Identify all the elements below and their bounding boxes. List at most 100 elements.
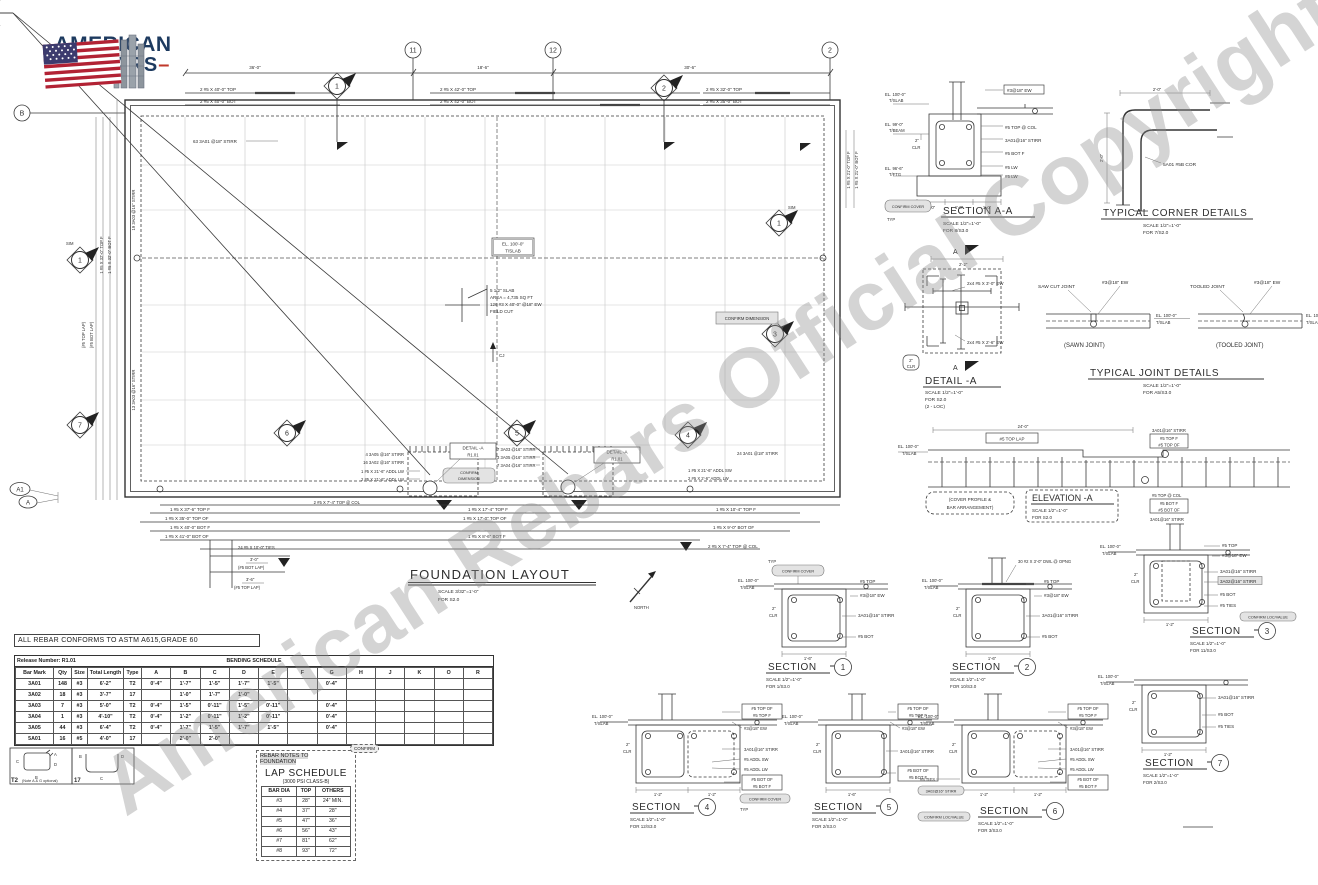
cell xyxy=(287,678,318,690)
confirm-note: DIMENSION xyxy=(458,477,480,481)
cell xyxy=(433,700,464,712)
cj-label: CJ xyxy=(499,353,505,358)
cell: 28" xyxy=(296,795,316,807)
rebar-callout: #5 TOP F xyxy=(753,713,771,718)
rebar-callout: #5 TOP xyxy=(1222,543,1237,548)
bar-callout: 1 #5 X 9'-0" BOT OF xyxy=(713,525,754,530)
elevation-label: T/SLAB xyxy=(1156,320,1171,325)
clr-dim: CLR xyxy=(623,749,631,754)
confirm-note: CONFIRM DIMENSION xyxy=(725,316,769,321)
elevation-label: T/BEAM xyxy=(889,128,905,133)
cell xyxy=(404,689,435,701)
column-header: O xyxy=(433,667,464,679)
cell: #5 xyxy=(260,815,298,827)
rebar-callout: #5 BOT F xyxy=(753,784,772,789)
section-6: EL. 100'-0" T/SLAB 2" CLR #5 TOP OF #5 T… xyxy=(917,693,1109,833)
cell xyxy=(287,689,318,701)
section-number: 7 xyxy=(1218,759,1223,768)
grid-bubble-A xyxy=(18,495,38,509)
rebar-callout: #5 TOP xyxy=(1044,579,1059,584)
bar-callout: 1 #5 X 8'-6" BOT F xyxy=(468,534,506,539)
slab-note: FIELD CUT xyxy=(490,309,514,314)
rebar-callout: #5 BOT F xyxy=(1005,151,1025,156)
elevation-label: EL. 100'-0" xyxy=(1306,313,1318,318)
dim-label: 1'-6" xyxy=(988,656,997,661)
clr-dim: CLR xyxy=(813,749,821,754)
clr-dim: 2" xyxy=(909,358,913,363)
grid-label: 2 xyxy=(828,48,832,55)
foundation-plan: 11 12 2 B 36'-0" 18'-6" 30'-6" A1 A 1 xyxy=(0,0,859,610)
cell xyxy=(404,722,435,734)
cell: 2'-0" xyxy=(170,733,201,745)
typ-label: TYP xyxy=(768,559,776,564)
cell: 4'-10" xyxy=(87,711,124,723)
lap-label: (#5 BOT LAP) xyxy=(89,321,94,348)
lap-label: #5 TOP LAP xyxy=(999,437,1024,442)
stirrup-callout: 3A02@16" STIRR xyxy=(1220,579,1257,584)
grid-label: A xyxy=(26,501,30,507)
column-header: Bar Mark xyxy=(15,667,54,679)
rebar-callout: #5 TIES xyxy=(920,777,935,782)
rebar-callout: #5 TOP OF xyxy=(1158,443,1180,448)
section-title: SECTION xyxy=(952,662,1001,673)
dim-label: 1'-0" xyxy=(983,205,992,210)
rebar-callout: #5 TOP OF xyxy=(751,706,773,711)
cell xyxy=(374,722,406,734)
cell xyxy=(345,700,377,712)
elevation-label: EL. 100'-0" xyxy=(782,714,803,719)
cell: 1'-7" xyxy=(228,722,260,734)
joint-details: SAW CUT JOINT #3@18" EW EL. 100'-0" T/SL… xyxy=(1038,280,1318,396)
rebar-callout: #3@18" EW xyxy=(902,726,925,731)
confirm-note: CONFIRM LOC/VALUE xyxy=(1248,616,1288,620)
confirm-note: CONFIRM COVER xyxy=(782,570,815,574)
column-header: K xyxy=(404,667,435,679)
stirrup-callout: 4 3A05 @16" STIRR xyxy=(365,452,404,457)
cell: 2'-0" xyxy=(199,733,230,745)
cell: 5'-0" xyxy=(87,700,124,712)
ties-label: 24 #5 X 10'-0" TIES xyxy=(238,545,275,550)
stirrup-callout: 3A01@16" STIRR xyxy=(1042,613,1079,618)
rebar-callout: 5A01 #5B COR xyxy=(1163,162,1197,168)
cell xyxy=(374,678,406,690)
section-sheet: FOR 3/S3.0 xyxy=(978,828,1002,833)
rebar-notes-title: REBAR NOTES TO FOUNDATION xyxy=(260,753,352,766)
bar-callout: 2 #5 X 32'-0" TOP xyxy=(706,87,742,92)
stirrup-callout: 19 3A03 @16" STIRR xyxy=(131,190,136,231)
rebar-callout: #5 TIES xyxy=(1220,603,1236,608)
marker-number: 1 xyxy=(78,258,82,265)
cell: 93" xyxy=(296,845,316,857)
grid-label: B xyxy=(20,111,25,118)
bar-callout: 1 #5 X 37'-6" TOP F xyxy=(170,507,210,512)
dim-label: 2'-0" xyxy=(1153,87,1162,92)
bend-letter: B xyxy=(35,775,38,780)
marker-number: 6 xyxy=(285,431,289,438)
rebar-callout: 3A01@16" STIRR xyxy=(1005,138,1042,143)
cell: 7 xyxy=(53,700,72,712)
cell xyxy=(433,689,464,701)
section-sheet: FOR 10/S3.0 xyxy=(950,684,977,689)
elevation-label: EL. 100'-0" xyxy=(592,714,613,719)
detail-title: ELEVATION -A xyxy=(1032,493,1093,503)
us-flag-icon xyxy=(42,39,122,89)
rebar-callout: #5 BOT F xyxy=(1160,501,1179,506)
lap-label: (#5 TOP LAP) xyxy=(234,585,261,590)
section-number: 5 xyxy=(887,803,892,812)
dim-label: 1'-2" xyxy=(654,792,663,797)
dim-label: 2'-2" xyxy=(959,262,968,267)
column-header: R xyxy=(462,667,494,679)
section-1: TYP CONFIRM COVER EL. 100'-0" T/SLAB 2" … xyxy=(738,559,895,689)
elevation-label: T/SLAB xyxy=(784,721,799,726)
elevation-label: EL. 100'-0" xyxy=(885,92,906,97)
rebar-callout: #5 TOP OF xyxy=(1077,706,1099,711)
rebar-callout: #5 BOT F xyxy=(909,775,928,780)
detail-title: SECTION A-A xyxy=(943,206,1013,217)
typ-label: TYP xyxy=(887,217,895,222)
cell: #3 xyxy=(260,795,298,807)
cell: 1'-2" xyxy=(170,711,201,723)
